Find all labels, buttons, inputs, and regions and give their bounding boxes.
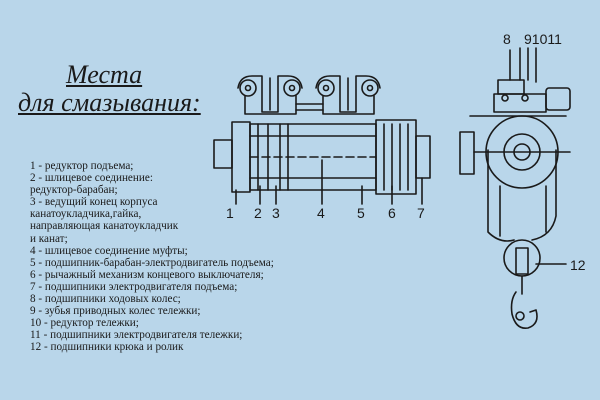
hoist-front-view [459,47,571,330]
crane-hook [510,291,538,330]
legend-item: 1 - редуктор подъема; [30,160,134,172]
legend-item: 11 - подшипники электродвигателя тележки… [30,329,243,342]
callout-4: 4 [317,205,325,221]
lubrication-legend: 1 - редуктор подъема; 2 - шлицевое соеди… [30,160,340,354]
legend-item: 6 - рычажный механизм концевого выключат… [30,268,264,281]
callout-2: 2 [254,205,262,221]
legend-item: 12 - подшипники крюка и ролик [30,341,184,354]
trolley-motor [545,87,571,111]
legend-item: 7 - подшипники электродвигателя подъема; [30,280,238,293]
trolley-wheels-right [315,75,381,115]
legend-item: 9 - зубья приводных колес тележки; [30,305,201,318]
legend-item: 5 - подшипник-барабан-электродвигатель п… [30,256,274,269]
legend-item: редуктор-барабан; [30,184,118,197]
gearbox-cap [213,139,233,169]
callout-9-10-11: 91011 [524,31,562,47]
legend-item: 10 - редуктор тележки; [30,317,139,330]
trolley-drive-top [497,79,525,95]
callout-8: 8 [503,31,511,47]
hoist-side-view [213,75,431,205]
motor-end-cap [415,135,431,179]
callout-1: 1 [226,205,234,221]
callout-5: 5 [357,205,365,221]
callout-7: 7 [417,205,425,221]
title-line-2: для смазывания: [18,88,201,117]
legend-item: канатоукладчика,гайка, [30,208,142,221]
legend-item: 8 - подшипники ходовых колес; [30,293,181,306]
legend-item: направляющая канатоукладчик [30,220,179,233]
callout-6: 6 [388,205,396,221]
front-motor-cap [459,131,475,175]
hoist-motor [375,119,417,195]
hook-block [503,239,541,277]
legend-item: и канат; [30,232,68,245]
hoist-gearbox [231,121,251,193]
callout-12: 12 [570,257,586,273]
title-line-1: Места [66,60,143,89]
legend-item: 3 - ведущий конец корпуса [30,196,158,209]
legend-item: 4 - шлицевое соединение муфты; [30,244,188,257]
legend-item: 2 - шлицевое соединение: [30,172,153,185]
trolley-wheels-left [237,75,303,115]
callout-3: 3 [272,205,280,221]
